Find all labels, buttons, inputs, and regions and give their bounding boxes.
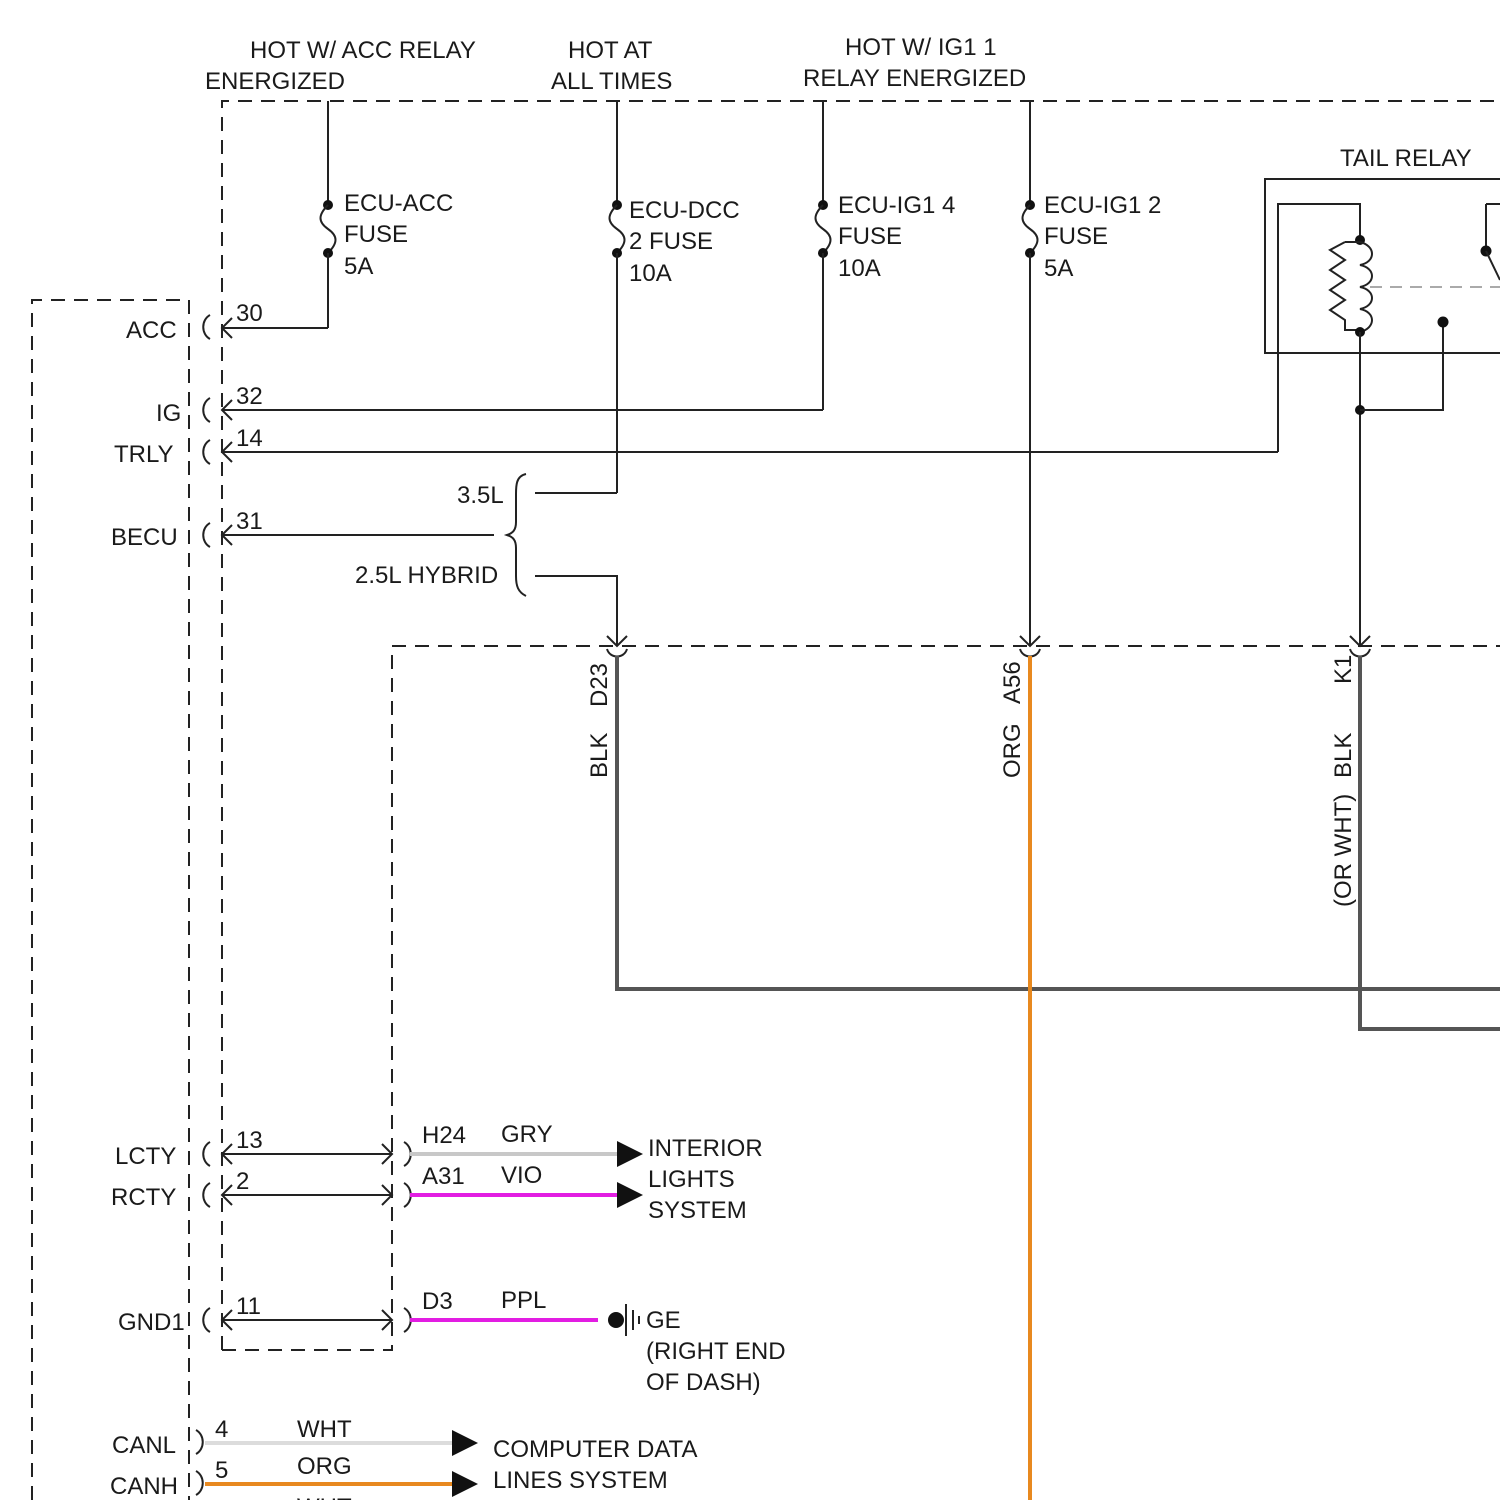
pin-ig-label: IG [156,400,181,427]
pin-lcty-number: 13 [236,1127,263,1154]
fuse-dcc-rating: 10A [629,260,672,287]
wire-a31-color: VIO [501,1162,542,1189]
pin-trly-number: 14 [236,425,263,452]
fuse-dcc-name: ECU-DCC [629,197,740,224]
wire-k1-blk [1360,656,1500,1029]
pin-gnd1-number: 11 [236,1293,261,1320]
wire-h24-color: GRY [501,1121,553,1148]
connector-d23: D23 BLK [586,636,627,778]
pin-becu: BECU 31 [111,508,494,551]
arrow-interior-lights-1 [617,1141,643,1167]
fuse-ecu-ig1-4: ECU-IG1 4 FUSE 10A [816,101,956,410]
arrow-interior-lights-2 [617,1182,643,1208]
variant-hybrid-label: 2.5L HYBRID [355,562,498,589]
relay-coil-resistor [1330,242,1360,330]
pin-lcty-label: LCTY [115,1143,176,1170]
pin-ig: IG 32 [156,383,823,427]
destination-can: COMPUTER DATA LINES SYSTEM [493,1436,697,1494]
connector-d23-pin: D23 [586,663,613,707]
tail-relay: TAIL RELAY [1265,145,1500,646]
pin-acc: ACC 30 [126,300,328,344]
pin-becu-label: BECU [111,524,178,551]
dest-can-line2: LINES SYSTEM [493,1467,668,1494]
junction-block-boundary [222,101,1500,1350]
connector-k1-alt-color: (OR WHT) [1330,794,1357,907]
ground-location-line1: (RIGHT END [646,1338,786,1365]
wire-d3-color: PPL [501,1287,546,1314]
ground-point-ge: GE (RIGHT END OF DASH) [608,1304,786,1396]
arrow-can-1 [452,1430,478,1456]
pin-trly-label: TRLY [114,441,174,468]
engine-variant-brace: 3.5L 2.5L HYBRID [355,474,617,646]
connector-k1-pin: K1 [1330,655,1357,684]
pin-rcty: RCTY 2 A31 VIO [111,1162,643,1211]
dest-can-line1: COMPUTER DATA [493,1436,697,1463]
pin-canh-label: CANH [110,1473,178,1500]
ground-location-line2: OF DASH) [646,1369,761,1396]
wire-d3-pin: D3 [422,1288,453,1315]
connector-a56-color: ORG [999,723,1026,778]
fuse-dcc-type: 2 FUSE [629,228,713,255]
pin-trly: TRLY 14 [114,425,1278,468]
pin-canh-number: 5 [215,1457,228,1484]
dest-interior-line1: INTERIOR [648,1135,763,1162]
source-ig1-label-line1: HOT W/ IG1 1 [845,34,997,61]
fuse-ig4-name: ECU-IG1 4 [838,192,955,219]
pin-canl-number: 4 [215,1416,228,1443]
ground-dot [608,1312,624,1328]
wire-next-color: WHT [297,1494,352,1500]
connector-k1: K1 BLK (OR WHT) [1330,636,1370,907]
pin-ig-number: 32 [236,383,263,410]
source-acc-label-line1: HOT W/ ACC RELAY [250,37,476,64]
source-always-label-line1: HOT AT [568,37,653,64]
wire-canh-color: ORG [297,1453,352,1480]
pin-rcty-number: 2 [236,1168,249,1195]
fuse-ig4-rating: 10A [838,255,881,282]
fuse-ecu-dcc: ECU-DCC 2 FUSE 10A [610,101,740,493]
fuse-ecu-ig1-2: ECU-IG1 2 FUSE 5A [1023,101,1162,646]
power-source-labels: HOT W/ ACC RELAY ENERGIZED HOT AT ALL TI… [205,34,1026,95]
connector-k1-color: BLK [1330,733,1357,778]
pin-canl-label: CANL [112,1432,176,1459]
fuse-ig2-name: ECU-IG1 2 [1044,192,1161,219]
wire-a31-pin: A31 [422,1163,465,1190]
source-always-label-line2: ALL TIMES [551,68,672,95]
source-ig1-label-line2: RELAY ENERGIZED [803,65,1026,92]
variant-3-5l-label: 3.5L [457,482,504,509]
lower-connector-boundary [222,646,1500,1350]
dest-interior-line2: LIGHTS [648,1166,735,1193]
connector-d23-color: BLK [586,733,613,778]
destination-interior-lights: INTERIOR LIGHTS SYSTEM [648,1135,763,1224]
wire-canl-color: WHT [297,1416,352,1443]
pin-rcty-label: RCTY [111,1184,176,1211]
tail-relay-label: TAIL RELAY [1340,145,1472,172]
dest-interior-line3: SYSTEM [648,1197,747,1224]
fuse-ig4-type: FUSE [838,223,902,250]
pin-canh: CANH 5 ORG WHT [110,1453,478,1500]
pin-canl: CANL 4 WHT [112,1416,478,1459]
pin-acc-number: 30 [236,300,263,327]
fuse-ig2-type: FUSE [1044,223,1108,250]
fuse-acc-name: ECU-ACC [344,190,453,217]
pin-gnd1-label: GND1 [118,1309,185,1336]
connector-a56-pin: A56 [999,661,1026,704]
wire-h24-pin: H24 [422,1122,466,1149]
source-acc-label-line2: ENERGIZED [205,68,345,95]
ground-label: GE [646,1307,681,1334]
pin-acc-label: ACC [126,317,177,344]
fuse-ecu-acc: ECU-ACC FUSE 5A [321,101,454,328]
pin-becu-number: 31 [236,508,263,535]
fuse-acc-type: FUSE [344,221,408,248]
connector-a56: A56 ORG [999,636,1040,778]
fuse-ig2-rating: 5A [1044,255,1073,282]
arrow-can-2 [452,1471,478,1497]
pin-lcty: LCTY 13 H24 GRY [115,1121,643,1170]
fuse-acc-rating: 5A [344,253,373,280]
wire-d23-blk [617,656,1500,989]
